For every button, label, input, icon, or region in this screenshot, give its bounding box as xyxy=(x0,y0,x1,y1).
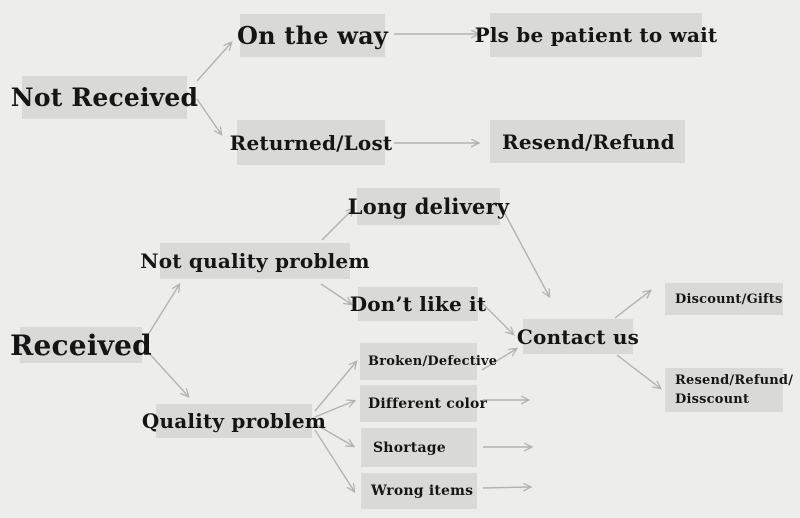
node-pls-be-patient: Pls be patient to wait xyxy=(475,13,717,57)
node-returned-lost: Returned/Lost xyxy=(230,120,392,165)
arrow-not-received-to-on-the-way xyxy=(196,43,231,82)
arrow-received-to-not-quality-problem xyxy=(145,285,179,339)
node-received: Received xyxy=(10,327,152,363)
node-discount-gifts: Discount/Gifts xyxy=(665,283,783,315)
arrow-contact-us-to-discount-gifts xyxy=(614,291,650,319)
arrow-wrong-items-right xyxy=(482,487,530,488)
arrow-received-to-quality-problem xyxy=(146,350,188,396)
arrow-not-received-to-returned-lost xyxy=(196,98,221,134)
arrow-quality-problem-to-broken-defective xyxy=(314,362,356,412)
node-resend-refund: Resend/Refund xyxy=(490,120,685,163)
arrow-contact-us-to-resend-refund-disscount xyxy=(616,354,660,388)
node-not-quality-problem: Not quality problem xyxy=(140,243,370,279)
node-different-color: Different color xyxy=(360,385,487,422)
arrow-quality-problem-to-wrong-items xyxy=(314,429,354,491)
node-resend-refund-disscount-line2: Disscount xyxy=(675,392,750,407)
arrow-long-delivery-to-contact-us xyxy=(503,211,549,296)
node-long-delivery: Long delivery xyxy=(348,188,509,225)
node-quality-problem: Quality problem xyxy=(142,404,326,438)
arrow-not-quality-problem-to-dont-like-it xyxy=(320,283,351,304)
arrow-broken-defective-to-contact-us xyxy=(481,349,516,371)
node-shortage: Shortage xyxy=(361,428,477,467)
arrow-dont-like-it-to-contact-us xyxy=(481,302,513,334)
arrow-quality-problem-to-shortage xyxy=(314,423,353,446)
node-broken-defective: Broken/Defective xyxy=(360,343,497,380)
node-on-the-way: On the way xyxy=(237,14,388,57)
arrow-quality-problem-to-different-color xyxy=(314,401,354,418)
node-wrong-items: Wrong items xyxy=(361,473,477,509)
node-resend-refund-disscount: Resend/Refund/ Disscount xyxy=(665,368,793,412)
arrow-not-quality-problem-to-long-delivery xyxy=(321,209,353,241)
node-dont-like-it: Don’t like it xyxy=(350,287,486,321)
node-resend-refund-disscount-line1: Resend/Refund/ xyxy=(675,373,794,388)
node-contact-us: Contact us xyxy=(517,319,639,354)
node-not-received: Not Received xyxy=(11,76,198,119)
